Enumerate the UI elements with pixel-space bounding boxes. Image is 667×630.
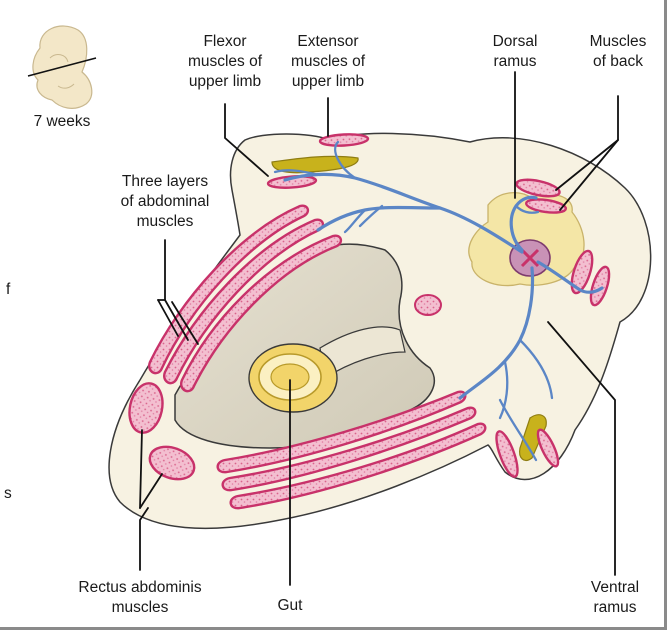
label-ventral-ramus: Ventral ramus	[591, 579, 639, 616]
back-muscle-lower	[524, 198, 568, 214]
svg-text:upper limb: upper limb	[189, 73, 261, 90]
extensor-muscle	[318, 133, 370, 147]
svg-text:muscles: muscles	[112, 599, 169, 616]
label-rectus-abdominis: Rectus abdominis muscles	[78, 579, 201, 616]
back-muscle-lateral-1	[570, 249, 594, 295]
svg-text:Three layers: Three layers	[122, 173, 208, 190]
abdominal-leader-stem	[157, 239, 166, 301]
lower-limb-muscle-1	[495, 430, 519, 478]
gut-tube	[248, 343, 338, 413]
svg-text:muscles of: muscles of	[291, 53, 366, 70]
spinal-nerve	[273, 140, 604, 462]
abdominal-muscle-layers	[148, 204, 343, 393]
svg-text:muscles of: muscles of	[188, 53, 263, 70]
label-muscles-of-back: Muscles of back	[590, 33, 647, 70]
edge-fragment-1: f	[6, 281, 11, 298]
lower-limb-muscle-2	[536, 428, 560, 468]
back-muscle-lateral-2	[589, 265, 611, 307]
abdominal-leader-3	[171, 301, 199, 345]
svg-text:Ventral: Ventral	[591, 579, 639, 596]
mesentery	[319, 326, 406, 379]
embryo-icon	[27, 25, 97, 109]
upper-limb-bone	[271, 155, 359, 174]
edge-fragment-2: s	[4, 485, 12, 502]
lower-limb-bone	[519, 414, 547, 461]
label-dorsal-ramus: Dorsal ramus	[493, 33, 538, 70]
svg-text:of abdominal: of abdominal	[121, 193, 210, 210]
label-abdominal-muscles: Three layers of abdominal muscles	[121, 173, 210, 230]
back-muscles-leader-2	[559, 139, 619, 211]
rectus-leader-2	[139, 473, 163, 509]
label-gut: Gut	[278, 597, 304, 614]
svg-text:ramus: ramus	[593, 599, 636, 616]
svg-text:ramus: ramus	[493, 53, 536, 70]
abdominal-muscle-layers-lower	[216, 390, 487, 510]
aorta	[414, 294, 442, 316]
rectus-leader-1	[139, 429, 143, 509]
abdominal-leader-2	[164, 299, 189, 341]
section-plane-line	[27, 57, 97, 77]
flexor-muscle	[266, 175, 318, 189]
back-muscle-upper	[515, 178, 561, 198]
svg-text:muscles: muscles	[137, 213, 194, 230]
svg-text:Extensor: Extensor	[297, 33, 358, 50]
rectus-abdominis-left	[128, 382, 164, 434]
ventral-ramus-leader	[547, 321, 616, 576]
embryo-age-label: 7 weeks	[34, 113, 91, 130]
svg-text:Gut: Gut	[278, 597, 304, 614]
svg-text:Rectus abdominis: Rectus abdominis	[78, 579, 201, 596]
spinal-cord	[509, 239, 551, 277]
leader-lines	[139, 71, 619, 586]
flexor-leader	[224, 103, 269, 177]
svg-text:Dorsal: Dorsal	[493, 33, 538, 50]
rectus-leader-stem	[139, 507, 149, 571]
abdominal-leader-1	[157, 299, 179, 337]
label-extensor: Extensor muscles of upper limb	[291, 33, 366, 90]
svg-text:upper limb: upper limb	[292, 73, 364, 90]
label-flexor: Flexor muscles of upper limb	[188, 33, 263, 90]
rectus-abdominis-right	[148, 445, 196, 481]
svg-text:Flexor: Flexor	[203, 33, 246, 50]
svg-text:Muscles: Muscles	[590, 33, 647, 50]
svg-text:of back: of back	[593, 53, 643, 70]
